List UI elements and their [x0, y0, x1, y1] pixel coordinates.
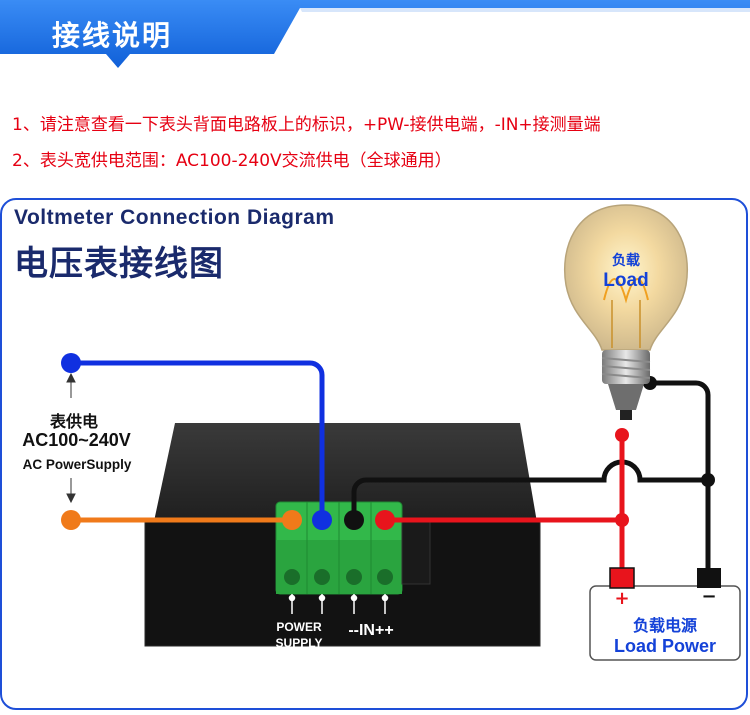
header-banner-shape [0, 0, 750, 68]
supply-label-en: AC PowerSupply [22, 457, 132, 472]
bulb-label-cn: 负载 [612, 253, 640, 269]
header-banner: 接线说明 [0, 0, 750, 70]
note-line-1: 1、请注意查看一下表头背面电路板上的标识，+PW-接供电端，-IN+接测量端 [12, 115, 601, 135]
terminal-pins [288, 594, 389, 614]
bulb-red-dot [615, 428, 629, 442]
black-terminal-dot [344, 510, 364, 530]
orange-wire-end [61, 510, 81, 530]
black-junction-dot [701, 473, 715, 487]
load-power-label-en: Load Power [613, 636, 716, 656]
load-power-label-cn: 负载电源 [632, 616, 697, 635]
bulb-label-en: Load [603, 270, 649, 291]
terminal-label-power: POWER [276, 620, 322, 634]
light-bulb-icon [564, 204, 688, 420]
blue-wire [71, 360, 325, 520]
blue-wire-end [61, 353, 81, 373]
diagram-title-cn: 电压表接线图 [14, 244, 224, 284]
black-wire [351, 459, 711, 580]
load-power-box [589, 567, 741, 661]
load-power-minus: − [701, 586, 717, 607]
black-wire-bulb-lead [648, 380, 711, 480]
terminal-label-in: --IN++ [348, 622, 394, 639]
diagram-title-en: Voltmeter Connection Diagram [14, 206, 335, 229]
supply-label-cn: 表供电 [49, 412, 98, 431]
orange-terminal-dot [282, 510, 302, 530]
note-line-2: 2、表头宽供电范围：AC100-240V交流供电（全球通用） [12, 151, 452, 171]
load-power-plus: + [614, 588, 630, 609]
terminal-label-supply: SUPPLY [275, 636, 323, 650]
red-wire [385, 435, 625, 580]
supply-arrow [66, 372, 76, 504]
red-terminal-dot [375, 510, 395, 530]
red-junction-dot [615, 513, 629, 527]
blue-terminal-dot [312, 510, 332, 530]
supply-label-range: AC100~240V [22, 430, 131, 450]
page-title: 接线说明 [52, 19, 173, 52]
terminal-block [275, 501, 431, 595]
